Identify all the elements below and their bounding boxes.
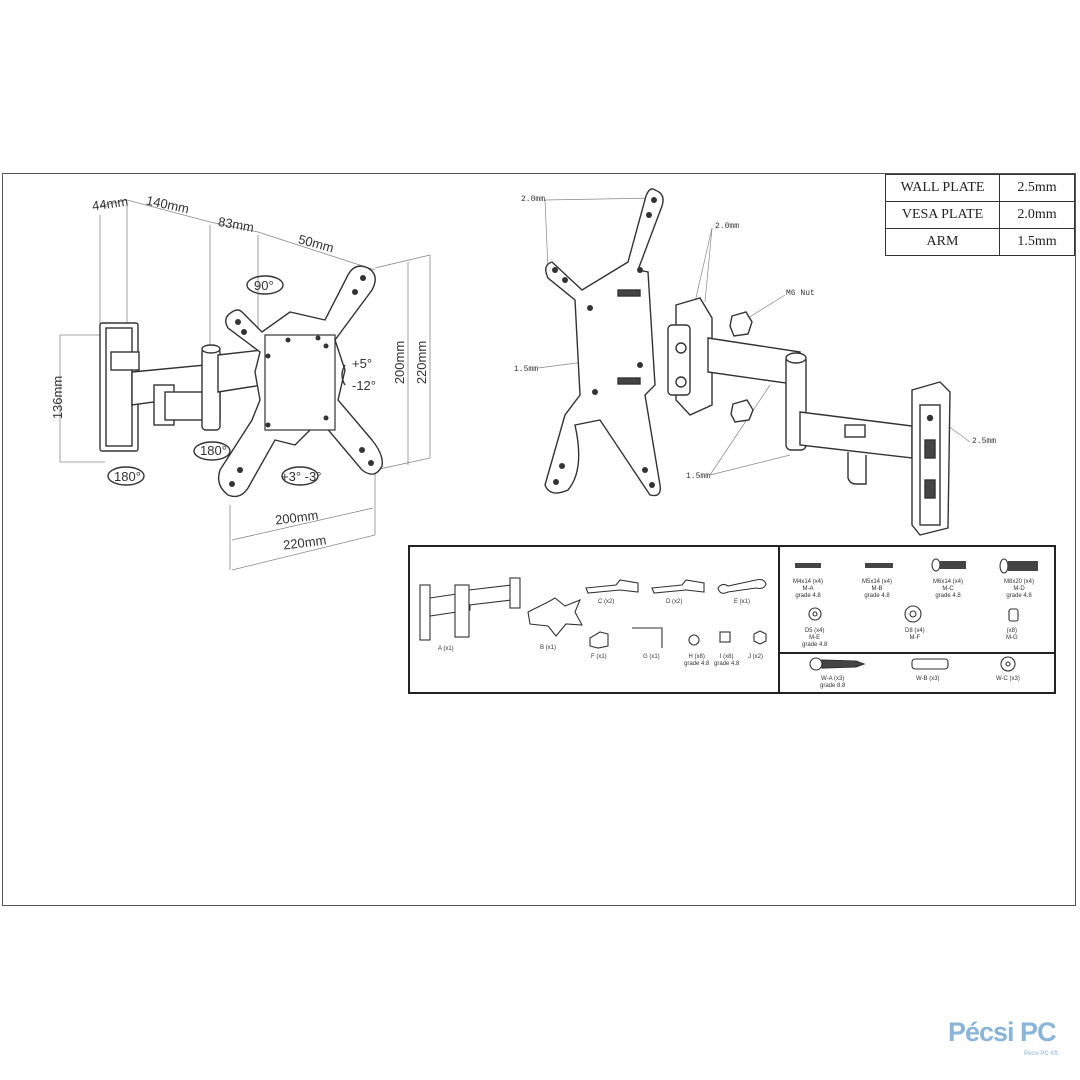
w-a-count: W-A (x3) xyxy=(821,676,845,682)
screw-m-d-label: M8x20 (x4) M-D grade 4.8 xyxy=(1004,579,1034,600)
washer-m-f-size: D8 (x4) xyxy=(905,628,925,634)
dimension-view-assembly xyxy=(59,199,431,571)
thickness-spec-table: WALL PLATE 2.5mm VESA PLATE 2.0mm ARM 1.… xyxy=(885,174,1075,256)
w-a-grade: grade 8.8 xyxy=(820,683,846,689)
washer-m-e-id: M-E xyxy=(809,635,821,641)
screw-m-a-id: M-A xyxy=(802,586,814,592)
screw-m-d-size: M8x20 (x4) xyxy=(1004,579,1035,585)
wall-anchor-w-b-label: W-B (x3) xyxy=(916,676,940,682)
part-i-count: I (x8) xyxy=(719,654,734,660)
pecsi-pc-logo: Pécsi PC xyxy=(948,1017,1057,1047)
washer-m-f-id: M-F xyxy=(909,635,921,641)
spec-thickness: 2.0mm xyxy=(999,201,1075,229)
washer-m-f-label: D8 (x4) M-F xyxy=(905,628,925,642)
spec-thickness: 1.5mm xyxy=(999,228,1075,256)
screw-m-a-label: M4x14 (x4) M-A grade 4.8 xyxy=(793,579,823,600)
panel-divider-horizontal xyxy=(780,652,1056,654)
part-d-label: D (x2) xyxy=(666,599,683,605)
screw-m-c-label: M6x14 (x4) M-C grade 4.8 xyxy=(933,579,963,600)
spec-thickness: 2.5mm xyxy=(999,174,1075,202)
pecsi-pc-logo-subtitle: Pécsi PC Kft. xyxy=(1024,1051,1060,1057)
screw-m-a-grade: grade 4.8 xyxy=(795,593,821,599)
m6-nut-label: M6 Nut xyxy=(786,289,815,298)
spec-part: ARM xyxy=(885,228,1000,256)
thickness-1-5mm-arm-label: 1.5mm xyxy=(686,472,711,481)
dim-220mm-vertical: 220mm xyxy=(414,340,430,385)
spec-part: VESA PLATE xyxy=(885,201,1000,229)
spec-row-vesa-plate: VESA PLATE 2.0mm xyxy=(885,201,1075,229)
part-i-grade: grade 4.8 xyxy=(714,661,740,667)
rotation-180-arm-label: 180° xyxy=(200,443,227,458)
part-i-label: I (x8) grade 4.8 xyxy=(714,654,739,668)
exploded-view-assembly xyxy=(537,188,971,536)
rotation-180-wall-label: 180° xyxy=(114,469,141,484)
part-h-count: H (x8) xyxy=(688,654,705,660)
tilt-up-label: +5° xyxy=(352,356,373,371)
part-h-label: H (x8) grade 4.8 xyxy=(684,654,709,668)
screw-m-b-grade: grade 4.8 xyxy=(864,593,890,599)
part-j-label: J (x2) xyxy=(748,654,763,660)
thickness-2mm-vesa-label: 2.0mm xyxy=(521,195,546,204)
spacer-m-g-label: (x8) M-G xyxy=(1006,628,1018,642)
part-c-label: C (x2) xyxy=(598,599,615,605)
drawing-frame xyxy=(2,173,1076,906)
screw-m-d-id: M-D xyxy=(1013,586,1025,592)
dim-136mm: 136mm xyxy=(50,375,66,420)
screw-m-b-size: M5x14 (x4) xyxy=(862,579,893,585)
tilt-down-label: -12° xyxy=(352,378,376,393)
spacer-m-g-size: (x8) xyxy=(1006,628,1017,634)
screw-m-a-size: M4x14 (x4) xyxy=(793,579,824,585)
spec-part: WALL PLATE xyxy=(885,174,1000,202)
rotation-90-label: 90° xyxy=(254,278,274,293)
washer-m-e-size: D5 (x4) xyxy=(804,628,825,634)
part-f-label: F (x1) xyxy=(591,654,607,660)
washer-m-e-grade: grade 4.8 xyxy=(802,642,828,648)
part-h-grade: grade 4.8 xyxy=(684,661,710,667)
spec-row-wall-plate: WALL PLATE 2.5mm xyxy=(885,174,1075,202)
parts-list-panel xyxy=(408,545,1056,694)
thickness-1-5mm-label: 1.5mm xyxy=(514,365,539,374)
part-b-label: B (x1) xyxy=(540,645,557,651)
wall-anchor-w-c-label: W-C (x3) xyxy=(996,676,1020,682)
parts-panel-icons xyxy=(419,558,1038,672)
spec-row-arm: ARM 1.5mm xyxy=(885,228,1075,256)
thickness-2mm-bracket-label: 2.0mm xyxy=(715,222,740,231)
spacer-m-g-id: M-G xyxy=(1006,635,1018,641)
screw-m-d-grade: grade 4.8 xyxy=(1006,593,1032,599)
screw-m-c-size: M6x14 (x4) xyxy=(933,579,964,585)
thickness-2-5mm-label: 2.5mm xyxy=(972,437,997,446)
wall-anchor-w-a-label: W-A (x3) grade 8.8 xyxy=(820,676,845,690)
dim-200mm-vertical: 200mm xyxy=(392,340,408,385)
part-a-label: A (x1) xyxy=(438,646,454,652)
screw-m-c-id: M-C xyxy=(942,586,954,592)
panel-divider-vertical xyxy=(778,547,780,692)
part-e-label: E (x1) xyxy=(734,599,751,605)
swivel-label: +3° -3° xyxy=(281,469,322,484)
part-g-label: G (x1) xyxy=(643,654,660,660)
screw-m-b-label: M5x14 (x4) M-B grade 4.8 xyxy=(862,579,892,600)
screw-m-c-grade: grade 4.8 xyxy=(935,593,961,599)
screw-m-b-id: M-B xyxy=(871,586,883,592)
washer-m-e-label: D5 (x4) M-E grade 4.8 xyxy=(802,628,827,649)
